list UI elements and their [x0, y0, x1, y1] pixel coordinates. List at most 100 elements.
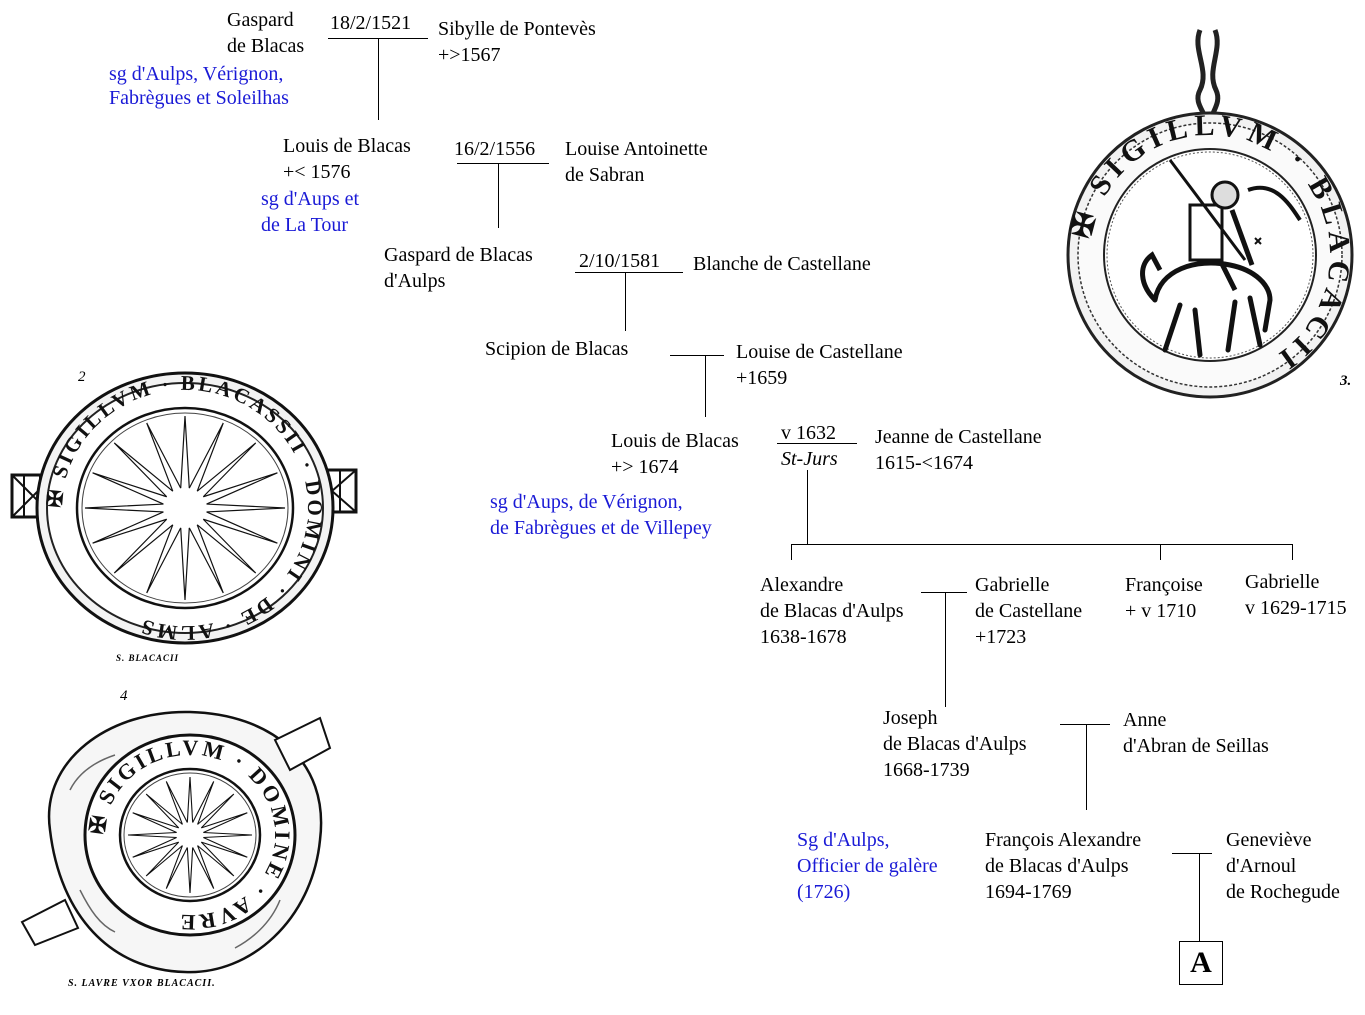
person-gaspard-husband-line1: Gaspard: [227, 9, 294, 31]
title-gen2-line1: sg d'Aups et: [261, 188, 360, 210]
title-gen5-line2: de Fabrègues et de Villepey: [490, 517, 712, 539]
person-francoise-line1: Françoise: [1125, 574, 1203, 596]
person-francois-alexandre-line3: 1694-1769: [985, 881, 1072, 903]
marriage-place-st-jurs: St-Jurs: [781, 448, 838, 470]
star-ray: [92, 472, 167, 505]
star-ray: [127, 831, 177, 839]
star-ray: [132, 836, 179, 858]
person-francois-alexandre-line1: François Alexandre: [985, 829, 1142, 851]
marriage-line: [575, 272, 683, 273]
star-ray: [203, 472, 278, 505]
star-ray: [196, 442, 257, 498]
marriage-date-1521: 18/2/1521: [330, 12, 412, 34]
star-ray: [197, 793, 235, 829]
person-sibylle-line2: +>1567: [438, 44, 501, 66]
seal-star-image: ✠ SIGILLVM · BLACASSII · DOMINI · DE · A…: [10, 371, 358, 645]
star-ray: [132, 812, 179, 834]
person-louis-2-line1: Louis de Blacas: [611, 430, 739, 452]
seal1-number: 3.: [1340, 373, 1352, 389]
star-ray: [145, 841, 183, 877]
person-alexandre-line1: Alexandre: [760, 574, 844, 596]
person-alexandre-line3: 1638-1678: [760, 626, 847, 648]
person-gabrielle-sister-line1: Gabrielle: [1245, 571, 1320, 593]
title-gen8-line1: Sg d'Aulps,: [797, 829, 890, 851]
person-louis-1-line2: +< 1576: [283, 161, 351, 183]
descent-line: [945, 592, 946, 707]
star-ray: [180, 415, 190, 489]
person-sibylle-line1: Sibylle de Pontevès: [438, 18, 596, 40]
person-louise-castellane-line1: Louise de Castellane: [736, 341, 903, 363]
person-gabrielle-castellane-line2: de Castellane: [975, 600, 1083, 622]
star-ray: [196, 518, 257, 574]
marriage-line: [670, 355, 724, 356]
marriage-date-1581: 2/10/1581: [579, 250, 661, 272]
title-gen8-line3: (1726): [797, 881, 851, 903]
star-ray: [165, 781, 188, 825]
star-ray: [145, 793, 183, 829]
continuation-box-a[interactable]: A: [1179, 941, 1223, 985]
person-blanche-castellane: Blanche de Castellane: [693, 253, 871, 275]
person-joseph-line1: Joseph: [883, 707, 938, 729]
title-gen2-line2: de La Tour: [261, 214, 349, 236]
seal2-caption: S. BLACACII: [116, 653, 180, 663]
star-ray: [186, 776, 194, 823]
star-ray: [188, 524, 224, 594]
star-ray: [113, 442, 174, 498]
descent-line: [705, 355, 706, 417]
seal3-caption: S. LAVRE VXOR BLACACII.: [68, 978, 216, 989]
sibling-drop-gabrielle: [1292, 544, 1293, 560]
person-anne-line1: Anne: [1123, 709, 1167, 731]
sibling-bar: [791, 544, 1293, 545]
person-jeanne-castellane-line2: 1615-<1674: [875, 452, 973, 474]
seal3-number: 4: [120, 688, 128, 704]
descent-line: [1086, 724, 1087, 810]
star-ray: [146, 422, 182, 492]
person-gabrielle-castellane-line1: Gabrielle: [975, 574, 1050, 596]
descent-line: [378, 38, 379, 120]
person-francois-alexandre-line2: de Blacas d'Aulps: [985, 855, 1129, 877]
descent-line: [1199, 853, 1200, 941]
star-ray: [203, 831, 253, 839]
person-gabrielle-sister-line2: v 1629-1715: [1245, 597, 1347, 619]
star-ray: [201, 836, 248, 858]
person-genevieve-line3: de Rochegude: [1226, 881, 1340, 903]
star-ray: [203, 511, 278, 544]
person-gabrielle-castellane-line3: +1723: [975, 626, 1027, 648]
star-ray: [84, 503, 164, 513]
star-ray: [180, 527, 190, 601]
person-scipion: Scipion de Blacas: [485, 338, 629, 360]
person-alexandre-line2: de Blacas d'Aulps: [760, 600, 904, 622]
person-francoise-line2: + v 1710: [1125, 600, 1197, 622]
person-louis-2-line2: +> 1674: [611, 456, 679, 478]
star-ray: [186, 847, 194, 894]
descent-line: [625, 272, 626, 331]
seal-equestrian-image: ✠ SIGILLVM · BLACACII: [1065, 29, 1354, 399]
person-gaspard-2-line2: d'Aulps: [384, 270, 446, 292]
person-louise-castellane-line2: +1659: [736, 367, 788, 389]
star-ray: [201, 812, 248, 834]
person-genevieve-line1: Geneviève: [1226, 829, 1312, 851]
marriage-line: [777, 443, 857, 444]
marriage-date-1556: 16/2/1556: [454, 138, 536, 160]
star-ray: [197, 841, 235, 877]
person-gaspard-2-line1: Gaspard de Blacas: [384, 244, 533, 266]
sibling-drop-francoise: [1160, 544, 1161, 560]
title-gen1-line1: sg d'Aulps, Vérignon,: [109, 63, 284, 85]
star-ray: [113, 518, 174, 574]
star-ray: [206, 503, 286, 513]
person-joseph-line3: 1668-1739: [883, 759, 970, 781]
person-jeanne-castellane-line1: Jeanne de Castellane: [875, 426, 1042, 448]
person-joseph-line2: de Blacas d'Aulps: [883, 733, 1027, 755]
title-gen8-line2: Officier de galère: [797, 855, 938, 877]
descent-line: [498, 163, 499, 228]
star-ray: [92, 511, 167, 544]
person-anne-line2: d'Abran de Seillas: [1123, 735, 1269, 757]
person-genevieve-line2: d'Arnoul: [1226, 855, 1297, 877]
sibling-drop-alexandre: [791, 544, 792, 560]
person-louis-1-line1: Louis de Blacas: [283, 135, 411, 157]
star-ray: [146, 524, 182, 594]
star-ray: [165, 845, 188, 889]
star-ray: [192, 781, 215, 825]
person-louise-antoinette-line1: Louise Antoinette: [565, 138, 708, 160]
star-ray: [192, 845, 215, 889]
